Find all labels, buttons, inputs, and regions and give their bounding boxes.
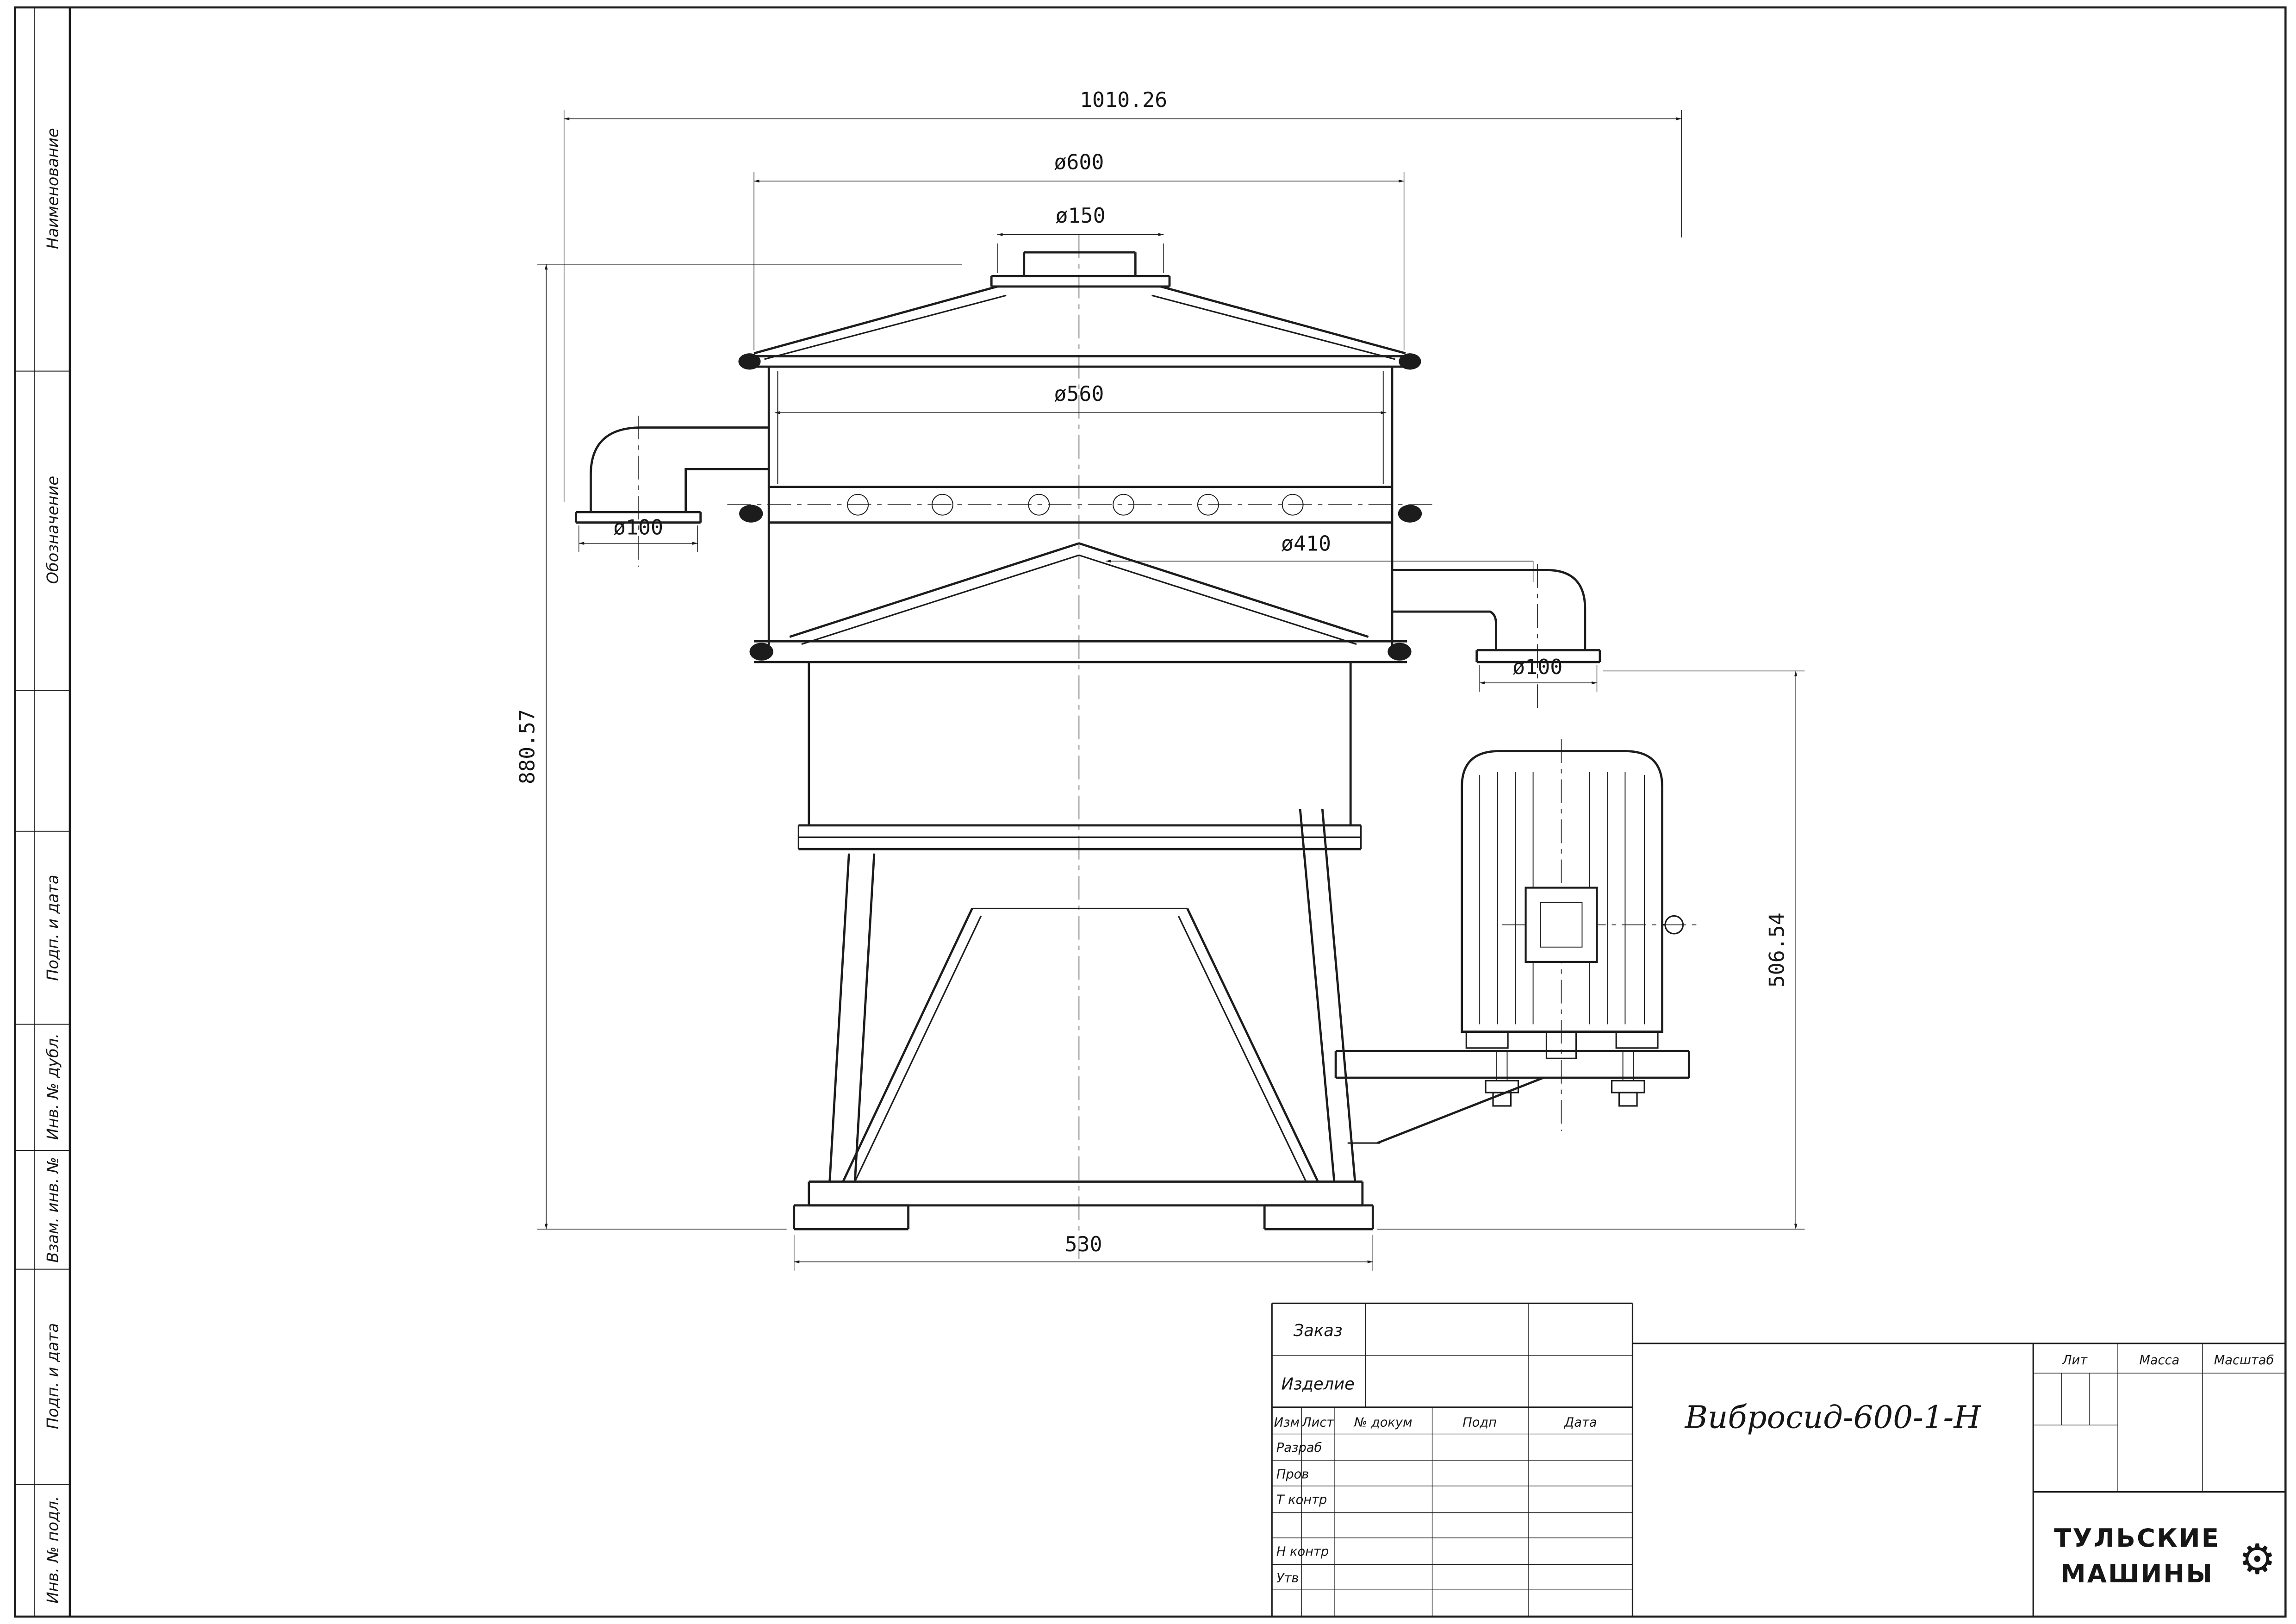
- sidebar-label-podp-data-2: Подп. и дата: [44, 1323, 62, 1429]
- motor-mount: [1334, 1049, 1690, 1144]
- dim-body-diameter-label: ø560: [1054, 381, 1104, 406]
- dim-body-diameter: ø560: [774, 381, 1387, 414]
- dim-inlet-diameter-label: ø150: [1056, 203, 1106, 228]
- left-outlet: [574, 426, 769, 524]
- row-nkontr: Н контр: [1276, 1544, 1329, 1559]
- dim-overall-height: 880.57: [515, 264, 962, 1230]
- sidebar-labels: Наименование Обозначение Подп. и дата Ин…: [44, 128, 62, 1603]
- product-label: Изделие: [1281, 1374, 1354, 1393]
- lower-clamp-ring: [749, 640, 1412, 663]
- drawing-title: Вибросид-600-1-Н: [1684, 1399, 1982, 1436]
- order-label: Заказ: [1294, 1321, 1343, 1340]
- brand-logo: ТУЛЬСКИЕ МАШИНЫ ⚙: [2054, 1523, 2276, 1588]
- dim-overall-width-label: 1010.26: [1080, 87, 1167, 112]
- row-prov: Пров: [1276, 1468, 1309, 1482]
- right-outlet: [1392, 568, 1601, 663]
- title-block: Заказ Изделие Изм Лист № докум Подп Дата…: [1271, 1302, 2286, 1617]
- scale-label: Масштаб: [2214, 1353, 2274, 1368]
- dim-overall-height-label: 880.57: [515, 709, 540, 784]
- col-ndokum: № докум: [1353, 1416, 1412, 1430]
- dim-base-width-label: 530: [1064, 1232, 1102, 1256]
- dimensions: 1010.26 ø600 ø150 ø560 ø100 ø41: [515, 87, 1805, 1271]
- base-frame: [793, 1181, 1374, 1230]
- dim-base-width: 530: [794, 1232, 1374, 1271]
- sidebar-label-inv-dubl: Инв. № дубл.: [44, 1033, 62, 1140]
- row-utv: Утв: [1276, 1571, 1299, 1586]
- top-cover: [738, 285, 1421, 370]
- dim-cover-diameter: ø600: [753, 150, 1405, 350]
- dim-motor-height-label: 506.54: [1765, 912, 1789, 987]
- dim-right-outlet-diameter: ø100: [1479, 655, 1598, 692]
- centerlines: [638, 234, 1699, 1259]
- gear-icon: ⚙: [2239, 1536, 2276, 1584]
- mass-label: Масса: [2139, 1353, 2179, 1368]
- sheet-frame: [14, 6, 2287, 1618]
- motor-terminal-box: [1524, 887, 1598, 963]
- screen-cone: [789, 542, 1369, 645]
- dim-left-outlet-diameter-label: ø100: [613, 515, 663, 539]
- brand-line1: ТУЛЬСКИЕ: [2054, 1523, 2220, 1553]
- support-legs: [828, 809, 1356, 1182]
- sidebar-label-podp-data-1: Подп. и дата: [44, 874, 62, 981]
- sidebar-label-inv-podl: Инв. № подл.: [44, 1496, 62, 1604]
- dim-cone-diameter: ø410: [1105, 531, 1534, 582]
- dim-cone-diameter-label: ø410: [1281, 531, 1331, 556]
- col-list: Лист: [1301, 1416, 1334, 1430]
- clamp-band: [739, 486, 1422, 524]
- machine-drawing: [574, 234, 1699, 1259]
- screen-body: [767, 367, 1394, 650]
- col-izm: Изм: [1274, 1416, 1300, 1430]
- dim-cover-diameter-label: ø600: [1054, 150, 1104, 175]
- row-tkontr: Т контр: [1276, 1493, 1327, 1507]
- motor: [1461, 750, 1684, 1059]
- col-data: Дата: [1564, 1416, 1597, 1430]
- dim-right-outlet-diameter-label: ø100: [1512, 655, 1562, 679]
- dim-overall-width: 1010.26: [563, 87, 1682, 502]
- sidebar-label-vzam-inv: Взам. инв. №: [44, 1157, 62, 1263]
- discharge-funnel: [842, 907, 1319, 1182]
- sidebar-label-naimenovanie: Наименование: [44, 128, 62, 249]
- row-razrab: Разраб: [1276, 1441, 1322, 1455]
- col-podp: Подп: [1462, 1416, 1497, 1430]
- sidebar-label-oboznachenie: Обозначение: [44, 476, 62, 584]
- brand-line2: МАШИНЫ: [2060, 1559, 2214, 1588]
- inlet-pipe: [990, 251, 1171, 288]
- dim-inlet-diameter: ø150: [997, 203, 1164, 274]
- dim-motor-height: 506.54: [1377, 670, 1805, 1230]
- lower-drum: [797, 662, 1362, 850]
- dim-left-outlet-diameter: ø100: [579, 515, 698, 552]
- lit-label: Лит: [2062, 1353, 2088, 1368]
